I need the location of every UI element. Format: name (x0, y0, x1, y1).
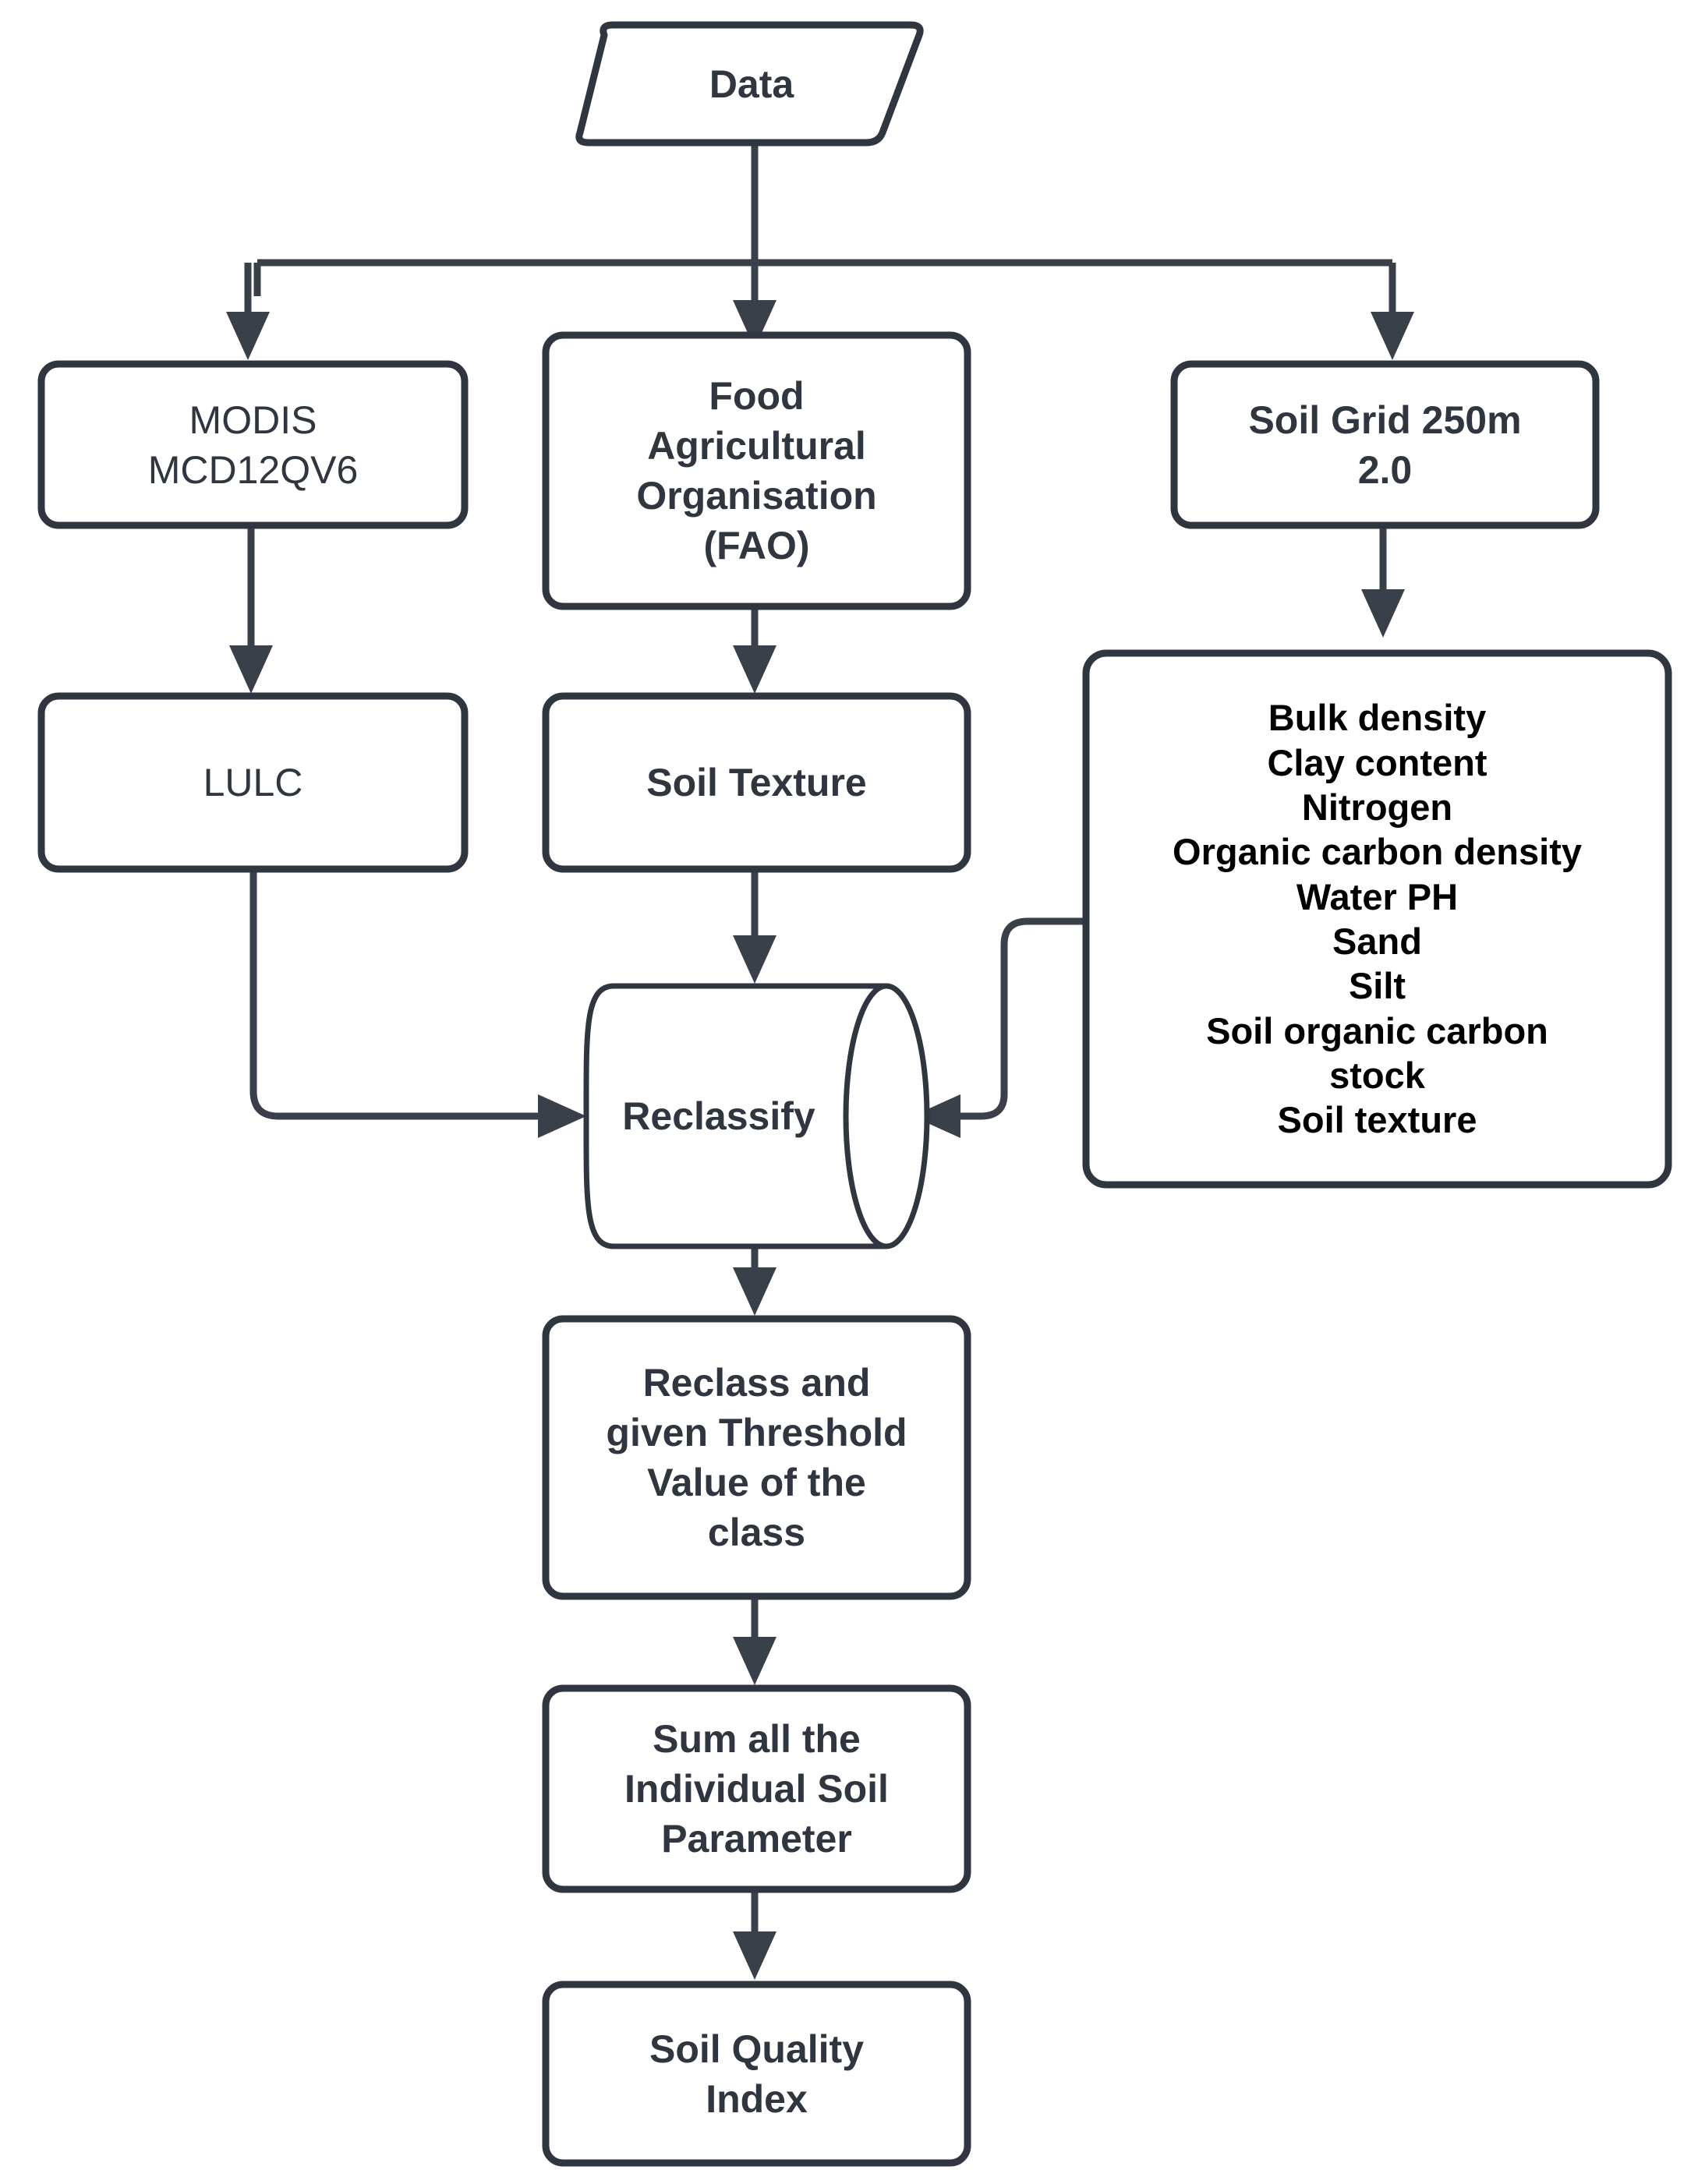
node-shape-soilgrid[interactable] (1170, 360, 1600, 529)
edge-reclassify-to-threshold (733, 1247, 776, 1316)
edge-lulc-to-reclassify (249, 869, 586, 1138)
node-shape-sqi[interactable] (542, 1981, 971, 2167)
node-shape-sum[interactable] (542, 1684, 971, 1893)
edge-bus-to-fao (733, 263, 776, 348)
node-shape-lulc[interactable] (37, 692, 469, 873)
node-shape-soiltexture[interactable] (542, 692, 971, 873)
edge-soiltexture-to-reclassify (733, 869, 776, 984)
node-shape-fao[interactable] (542, 331, 971, 610)
node-shape-data[interactable] (575, 21, 924, 147)
edge-parameters-to-reclassify (912, 917, 1086, 1138)
edge-threshold-to-sum (733, 1596, 776, 1685)
edge-fao-to-soiltexture (733, 606, 776, 694)
node-shape-threshold[interactable] (542, 1315, 971, 1600)
edge-data-to-bus (253, 142, 1396, 296)
edge-modis-to-lulc (229, 524, 273, 694)
node-shape-reclassify[interactable] (583, 983, 930, 1249)
edge-bus-to-soilgrid (1371, 263, 1414, 360)
edge-bus-to-modis (226, 263, 270, 360)
node-shape-modis[interactable] (37, 360, 469, 529)
node-shape-parameters[interactable] (1082, 649, 1672, 1189)
edge-soilgrid-to-parameters (1361, 524, 1405, 638)
edge-sum-to-sqi (733, 1889, 776, 1980)
